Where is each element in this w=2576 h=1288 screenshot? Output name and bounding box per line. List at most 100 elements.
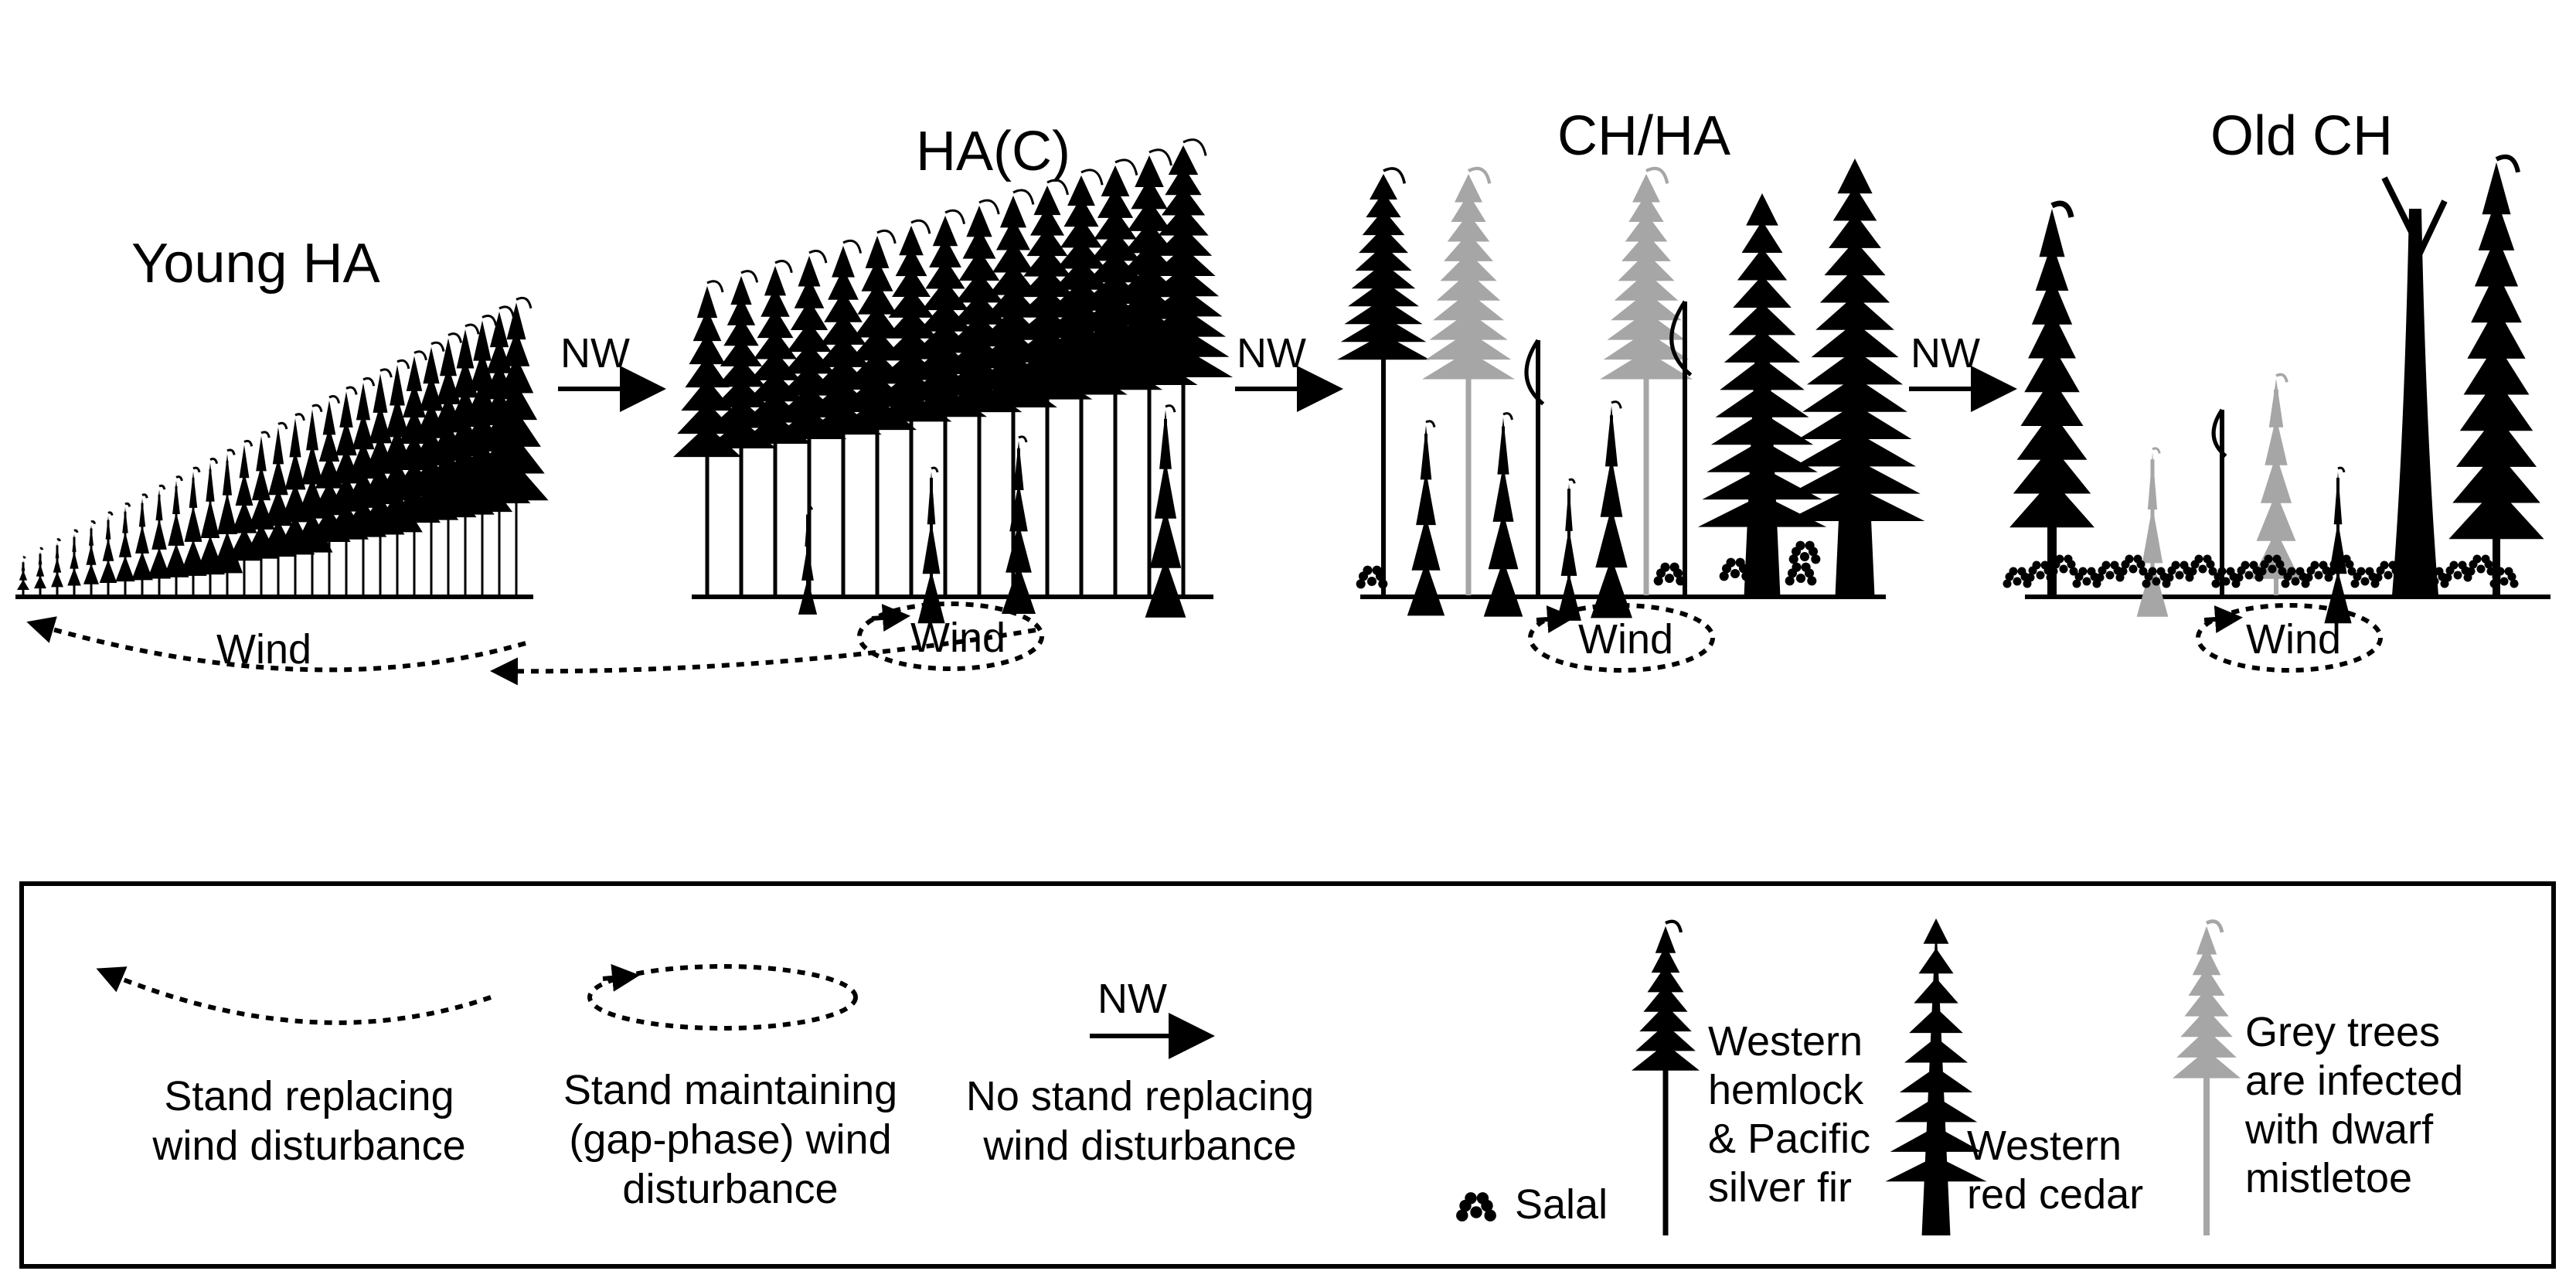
legend-maintaining-text-2: (gap-phase) wind [569,1116,891,1163]
salal-shrub [2327,554,2357,576]
salal-shrub [2165,561,2194,582]
nw-arrow-3: NW [1909,330,2017,412]
legend-cedar: Western red cedar [1885,918,2143,1235]
infected-hemlock [2136,447,2169,617]
legend-salal-text: Salal [1515,1181,1608,1228]
stand-tree [1101,148,1198,595]
nw-arrow-1: NW [558,330,666,412]
understory-tree [1145,404,1186,618]
legend-cedar-tree [1885,918,1987,1235]
legend-no-replacing: NW No stand replacing wind disturbance [966,976,1314,1169]
stand-tree [1067,158,1163,595]
western-red-cedar [1697,193,1827,595]
young-tree [196,458,225,595]
salal-shrub [2258,554,2287,576]
legend-no-replacing-text-1: No stand replacing [966,1073,1314,1119]
understory-hemlock [1591,400,1632,618]
young-tree [163,475,189,595]
young-tree [115,502,135,595]
stand-tree [1002,179,1093,595]
legend-replacing-text-1: Stand replacing [164,1073,454,1119]
salal-shrub [1719,557,1751,581]
young-tree [403,341,459,595]
young-tree [51,538,63,595]
legend-hemlock: Western hemlock & Pacific silver fir [1632,919,1870,1235]
legend-hemlock-text-1: Western [1708,1018,1863,1065]
legend-grey-trees: Grey trees are infected with dwarf mistl… [2173,919,2463,1235]
salal-shrub [2188,554,2217,576]
understory-hemlock [2324,466,2352,624]
salal-shrub [2420,567,2449,588]
legend-grey-text-2: are infected [2245,1058,2463,1104]
salal-shrub [2072,567,2101,588]
legend-salal: Salal [1456,1181,1608,1228]
dead-top-cedar [2381,176,2448,595]
salal-shrub [2443,561,2472,582]
wind-loop-old-ch: Wind [2196,603,2383,673]
stage-label-ch-ha: CH/HA [1557,105,1730,167]
stage-label-young-ha: Young HA [131,233,380,295]
legend-maintaining-text-1: Stand maintaining [563,1067,897,1113]
salal-shrub [2118,554,2148,576]
nw-arrow-label-3: NW [1911,330,1980,377]
young-tree [211,448,243,595]
broken-snag [2211,408,2227,595]
salal-shrub [2489,567,2519,588]
salal-shrub [2374,561,2403,582]
legend-grey-tree [2173,919,2241,1235]
nw-arrow-2: NW [1235,330,1343,412]
salal-icon [1456,1192,1496,1222]
young-tree [179,466,207,595]
stand-ha-c [673,138,1234,624]
stand-young-ha [17,296,549,595]
infected-hemlock [1600,166,1693,595]
understory-tree [798,505,818,615]
legend-cedar-text-1: Western [1967,1123,2122,1169]
infected-hemlock [1422,166,1515,595]
young-tree [17,556,29,595]
young-tree [131,493,153,595]
stand-tree [1133,138,1234,595]
understory-tree [917,466,945,624]
salal-shrub [2049,554,2078,576]
nw-arrow-label-2: NW [1237,330,1306,377]
broken-snag [1524,339,1545,595]
stand-old-ch [2003,154,2544,624]
young-tree [260,421,297,595]
wind-loop-ha-c: Wind [857,601,1044,671]
legend-cedar-text-2: red cedar [1967,1171,2143,1218]
stage-label-old-ch: Old CH [2210,105,2393,167]
legend-no-replacing-text-2: wind disturbance [982,1123,1296,1169]
salal-shrub [1785,562,1817,586]
young-tree [83,520,100,595]
young-tree [387,350,441,595]
wind-label-3: Wind [1578,616,1673,663]
salal-shrub [1356,565,1388,589]
old-hemlock [2448,154,2544,595]
legend-hemlock-tree [1632,919,1700,1235]
legend-grey-text-4: mistletoe [2245,1155,2412,1201]
legend-hemlock-text-2: hemlock [1708,1067,1864,1113]
legend-grey-text-1: Grey trees [2245,1009,2440,1055]
salal-shrub [2397,554,2426,576]
young-tree [275,413,315,595]
salal-shrub [2466,554,2496,576]
legend-nw-label: NW [1097,976,1167,1022]
wind-label-1: Wind [216,626,311,673]
stand-ch-ha [1337,158,1925,621]
wind-label-4: Wind [2246,616,2341,663]
legend-grey-text-3: with dwarf [2244,1106,2434,1153]
understory-tree [1002,435,1036,614]
understory-hemlock [1407,420,1445,616]
salal-shrub [1456,1192,1496,1222]
legend-replacing-text-2: wind disturbance [151,1123,465,1169]
stand-tree [1035,169,1128,595]
infected-tree-icon [2173,919,2241,1235]
legend-stand-replacing: Stand replacing wind disturbance [96,966,492,1169]
salal-shrub [2095,561,2125,582]
young-tree [147,484,172,595]
young-tree [34,547,46,595]
young-tree [291,404,333,595]
young-tree [243,431,279,595]
